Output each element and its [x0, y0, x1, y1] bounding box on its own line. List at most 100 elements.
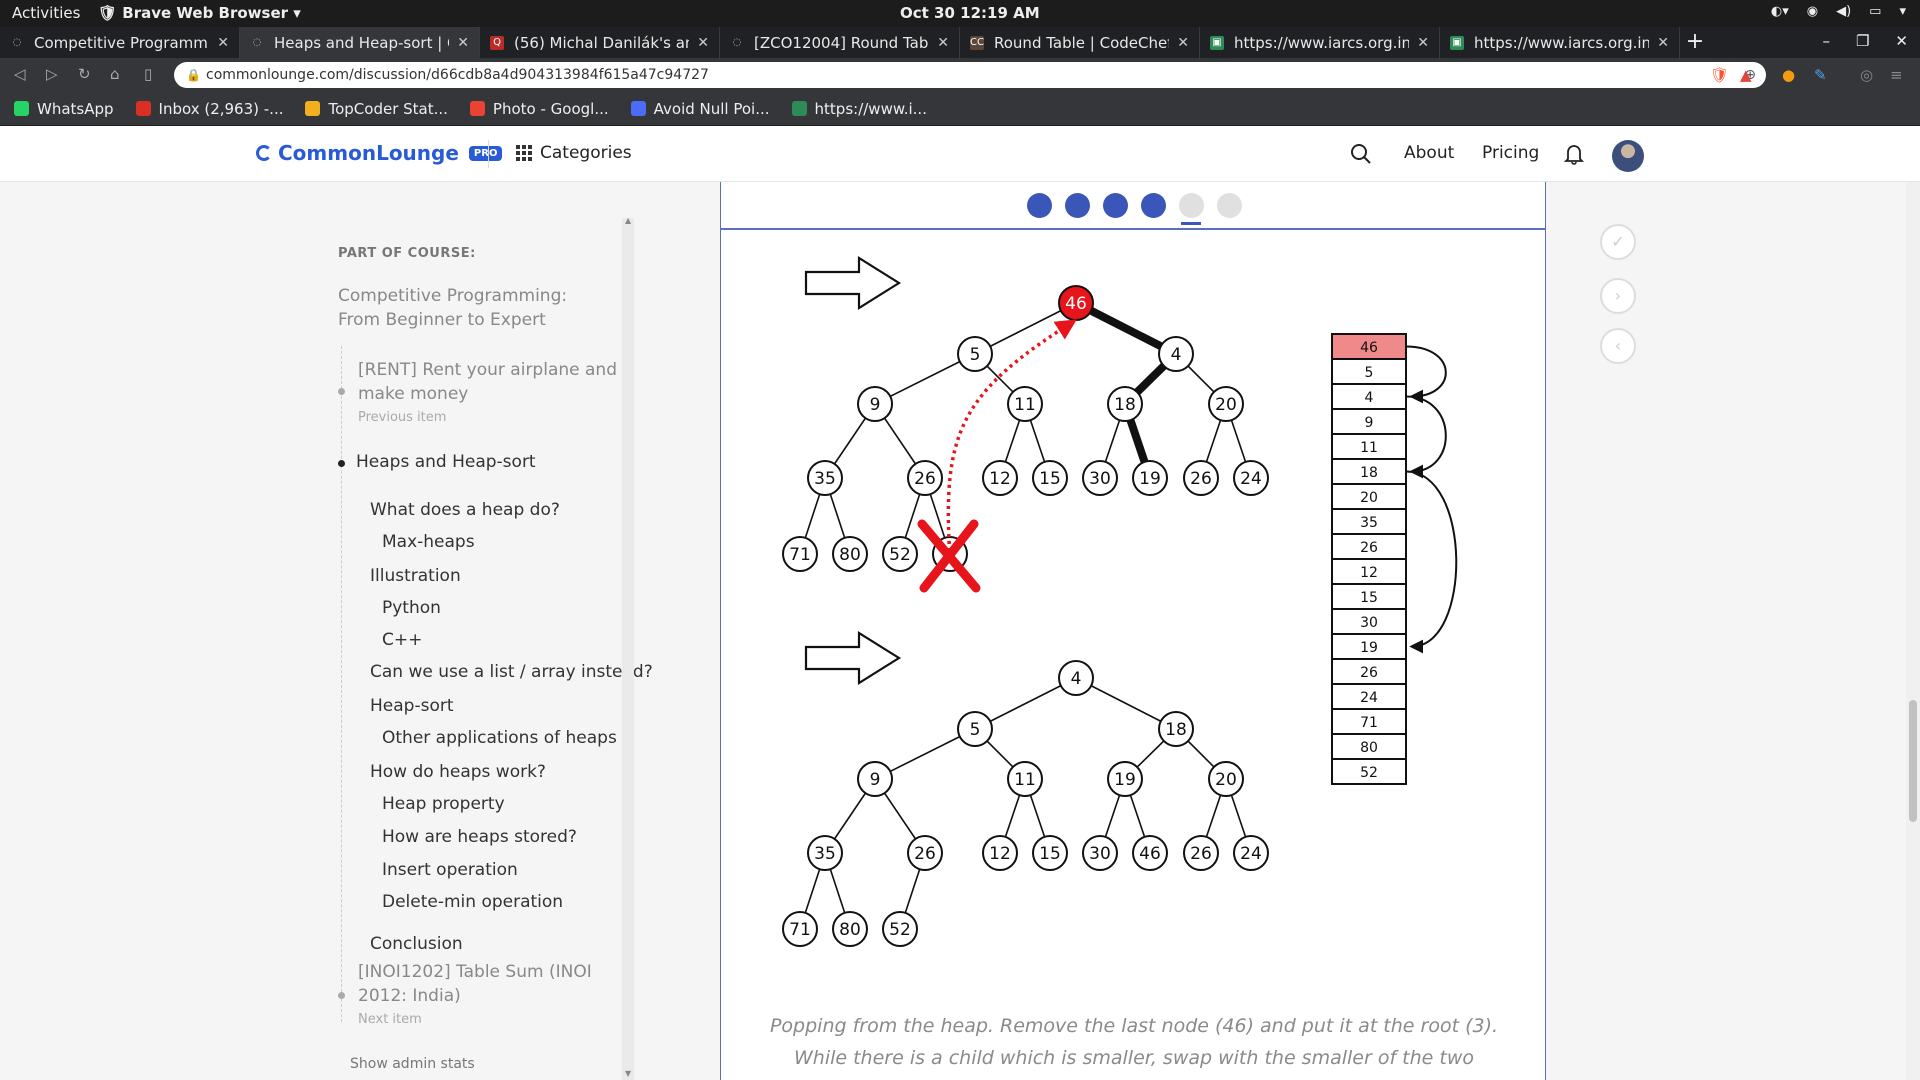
bookmark-item[interactable]: TopCoder Stat... [305, 100, 448, 118]
minimize-icon[interactable]: – [1822, 32, 1830, 50]
heap-node-label: 26 [914, 469, 936, 489]
next-chevron-icon[interactable]: › [1600, 278, 1636, 314]
close-tab-icon[interactable]: ✕ [1417, 34, 1429, 51]
system-tray[interactable]: ◐▾ ◉ ◀) ▭ ▾ [1771, 4, 1906, 19]
scroll-down-icon[interactable]: ▼ [625, 1069, 632, 1078]
toc-section-link[interactable]: Conclusion [370, 934, 463, 954]
browser-tab[interactable]: ◌Heaps and Heap-sort | Com✕ [240, 27, 480, 58]
close-tab-icon[interactable]: ✕ [457, 34, 469, 51]
pro-badge: PRO [468, 145, 503, 161]
heap-node-circle [857, 386, 893, 422]
sidebar-scrollbar[interactable]: ▲ ▼ [622, 216, 634, 1080]
slide-dot[interactable] [1103, 193, 1128, 218]
menu-icon[interactable]: ≡ [1890, 66, 1903, 84]
restore-icon[interactable]: ❐ [1855, 32, 1870, 50]
search-icon[interactable] [1350, 143, 1372, 170]
commonlounge-favicon-icon: ◌ [12, 36, 22, 48]
brave-rewards-icon[interactable]: ▲ [1740, 66, 1752, 84]
close-window-icon[interactable]: ✕ [1895, 32, 1908, 50]
heap-node-circle [1082, 835, 1118, 871]
new-tab-button[interactable]: + [1685, 29, 1705, 54]
browser-tab[interactable]: ▣https://www.iarcs.org.in/i✕ [1440, 27, 1680, 58]
slide-dot[interactable] [1065, 193, 1090, 218]
forward-icon[interactable]: ▷ [46, 65, 58, 83]
slide-dot[interactable] [1217, 193, 1242, 218]
url-text: commonlounge.com/discussion/d66cdb8a4d90… [206, 67, 709, 83]
clock[interactable]: Oct 30 12:19 AM [900, 4, 1040, 22]
commonlounge-logo[interactable]: CommonLounge PRO [256, 141, 503, 165]
bookmark-item[interactable]: WhatsApp [14, 100, 114, 118]
scroll-up-icon[interactable]: ▲ [625, 216, 632, 225]
toc-section-link[interactable]: Illustration [370, 566, 461, 586]
address-bar[interactable]: 🔒 commonlounge.com/discussion/d66cdb8a4d… [174, 62, 1766, 88]
back-icon[interactable]: ◁ [14, 65, 26, 83]
toc-section-link[interactable]: Heap-sort [370, 696, 454, 716]
mark-complete-icon[interactable]: ✓ [1600, 224, 1636, 260]
array-cell [1331, 658, 1407, 685]
toc-section-link[interactable]: What does a heap do? [370, 500, 560, 520]
previous-chevron-icon[interactable]: ‹ [1600, 328, 1636, 364]
heap-node-label: 12 [989, 844, 1011, 864]
array-cell-label: 71 [1360, 715, 1378, 731]
close-tab-icon[interactable]: ✕ [1657, 34, 1669, 51]
heap-node-circle [882, 536, 918, 572]
pricing-link[interactable]: Pricing [1482, 143, 1540, 163]
browser-tab[interactable]: Q(56) Michal Danilák's answ✕ [480, 27, 720, 58]
browser-tab[interactable]: ◌[ZCO12004] Round Table (Z✕ [720, 27, 960, 58]
categories-button[interactable]: Categories [516, 143, 632, 163]
bookmark-favicon-icon [135, 101, 151, 116]
browser-tab[interactable]: ◌Competitive Programming✕ [0, 27, 240, 58]
reload-icon[interactable]: ↻ [78, 65, 91, 83]
toc-section-link[interactable]: Python [382, 598, 441, 618]
lock-icon[interactable]: 🔒 [186, 68, 201, 82]
brave-shields-icon[interactable]: 🛡 [1710, 66, 1730, 84]
course-title-link[interactable]: Competitive Programming: From Beginner t… [338, 286, 568, 330]
close-tab-icon[interactable]: ✕ [217, 34, 229, 51]
toc-section-link[interactable]: Max-heaps [382, 532, 475, 552]
heap-node-label: 19 [1114, 770, 1136, 790]
toc-section-link[interactable]: Other applications of heaps [382, 728, 617, 748]
tab-title: Round Table | CodeChef [994, 33, 1170, 52]
about-link[interactable]: About [1404, 143, 1455, 163]
previous-item-link[interactable]: [RENT] Rent your airplane and make money [358, 360, 617, 404]
heap-node-label: 30 [1089, 469, 1111, 489]
heap-node-circle [1132, 460, 1168, 496]
toc-dot-current [338, 460, 345, 467]
bookmark-item[interactable]: https://www.i... [791, 100, 927, 118]
activities-button[interactable]: Activities [12, 4, 81, 22]
toc-section-link[interactable]: C++ [382, 630, 423, 650]
bookmark-icon[interactable]: ▯ [144, 65, 153, 83]
page-scrollbar-thumb[interactable] [1909, 700, 1917, 822]
user-avatar[interactable] [1612, 140, 1644, 172]
slide-dot[interactable] [1027, 193, 1052, 218]
close-tab-icon[interactable]: ✕ [937, 34, 949, 51]
zoom-icon[interactable]: ⊕ [1744, 67, 1756, 83]
toc-current-item[interactable]: Heaps and Heap-sort [356, 452, 536, 472]
profile-icon[interactable]: ◎ [1860, 66, 1874, 84]
tree-edge [874, 353, 976, 405]
app-menu[interactable]: 🛡 Brave Web Browser ▾ [98, 4, 301, 22]
page-scrollbar[interactable] [1906, 182, 1920, 1080]
toc-section-link[interactable]: Can we use a list / array instead? [370, 662, 653, 682]
slide-dot[interactable] [1179, 193, 1204, 218]
toc-section-link[interactable]: Heap property [382, 794, 505, 814]
toc-section-link[interactable]: How are heaps stored? [382, 827, 577, 847]
close-tab-icon[interactable]: ✕ [697, 34, 709, 51]
toc-section-link[interactable]: How do heaps work? [370, 762, 546, 782]
bookmark-item[interactable]: Avoid Null Poi... [630, 100, 770, 118]
toc-section-link[interactable]: Insert operation [382, 860, 518, 880]
home-icon[interactable]: ⌂ [110, 65, 120, 83]
next-item-link[interactable]: [INOI1202] Table Sum (INOI 2012: India) [358, 962, 592, 1006]
extension-icon[interactable]: ● [1782, 66, 1796, 84]
bookmark-item[interactable]: Photo - Googl... [469, 100, 609, 118]
show-admin-stats-link[interactable]: Show admin stats [350, 1056, 475, 1072]
pen-extension-icon[interactable]: ✎ [1814, 66, 1827, 84]
toc-section-link[interactable]: Delete-min operation [382, 892, 564, 912]
notifications-bell-icon[interactable] [1563, 143, 1585, 170]
browser-tab[interactable]: ▣https://www.iarcs.org.in/i✕ [1200, 27, 1440, 58]
bookmark-item[interactable]: Inbox (2,963) -... [135, 100, 283, 118]
close-tab-icon[interactable]: ✕ [1177, 34, 1189, 51]
slide-dot[interactable] [1141, 193, 1166, 218]
